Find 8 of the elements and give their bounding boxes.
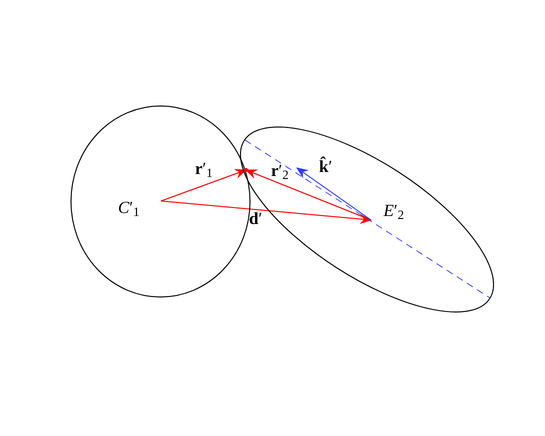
point-label: E′$_{2}$ bbox=[384, 202, 404, 218]
vector-arrow bbox=[160, 200, 372, 224]
vector-label: r′$_{1}$ bbox=[195, 160, 213, 177]
point-label: C′$_{1}$ bbox=[118, 198, 140, 216]
vector-label: r′$_{2}$ bbox=[271, 162, 289, 179]
vector-arrow bbox=[296, 167, 372, 220]
vector-label: d′ bbox=[249, 210, 262, 227]
vector-label: k̂′ bbox=[319, 158, 332, 175]
